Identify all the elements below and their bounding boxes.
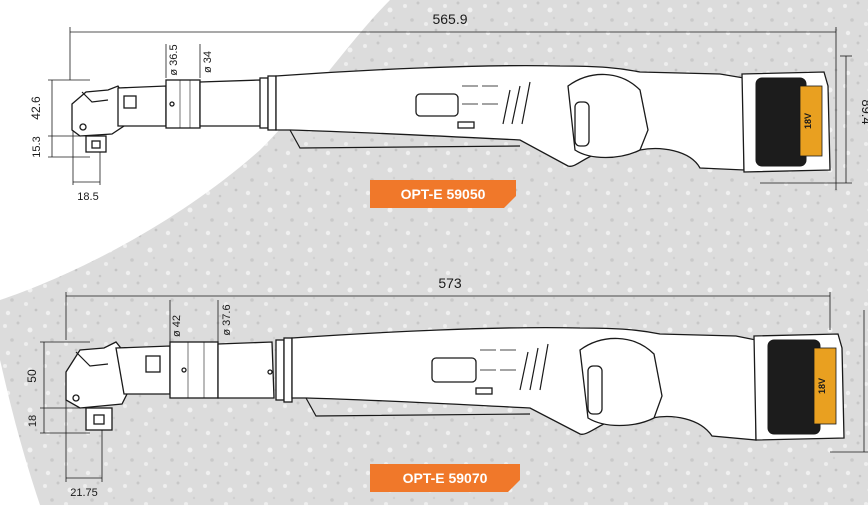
tool1-diameter-2: ø 34 bbox=[202, 51, 214, 73]
tool1-model-label: OPT-E 59050 bbox=[401, 186, 486, 202]
tool2-overall-length: 573 bbox=[438, 275, 462, 291]
tool2-square-drive: 18 bbox=[27, 415, 39, 427]
tool2-model-label: OPT-E 59070 bbox=[403, 470, 488, 486]
tool1-battery-label: 18V bbox=[803, 113, 813, 129]
tool2-model-badge bbox=[370, 464, 520, 492]
tool2-head-offset: 21.75 bbox=[70, 487, 98, 499]
tool2-diameter-1: ø 42 bbox=[171, 315, 183, 337]
tool1-square-drive: 15.3 bbox=[31, 136, 43, 157]
tool1-model-badge bbox=[370, 180, 516, 208]
tool1-diameter-1: ø 36.5 bbox=[168, 44, 180, 75]
tool2-diameter-2: ø 37.6 bbox=[221, 304, 233, 335]
tool1-height: 89.4 bbox=[859, 99, 868, 124]
tool1-overall-length: 565.9 bbox=[432, 11, 467, 27]
tool1-head-offset: 18.5 bbox=[77, 191, 98, 203]
tool-opt-e-59070: 573 50 18 21.75 ø 42 ø 37.6 bbox=[25, 275, 868, 499]
tool-opt-e-59050: 565.9 89.4 42.6 15.3 18.5 ø 36.5 ø 34 bbox=[29, 11, 868, 208]
tool1-head-height: 42.6 bbox=[29, 96, 43, 120]
tool2-battery-label: 18V bbox=[817, 378, 827, 394]
tool2-head-height: 50 bbox=[25, 369, 39, 383]
